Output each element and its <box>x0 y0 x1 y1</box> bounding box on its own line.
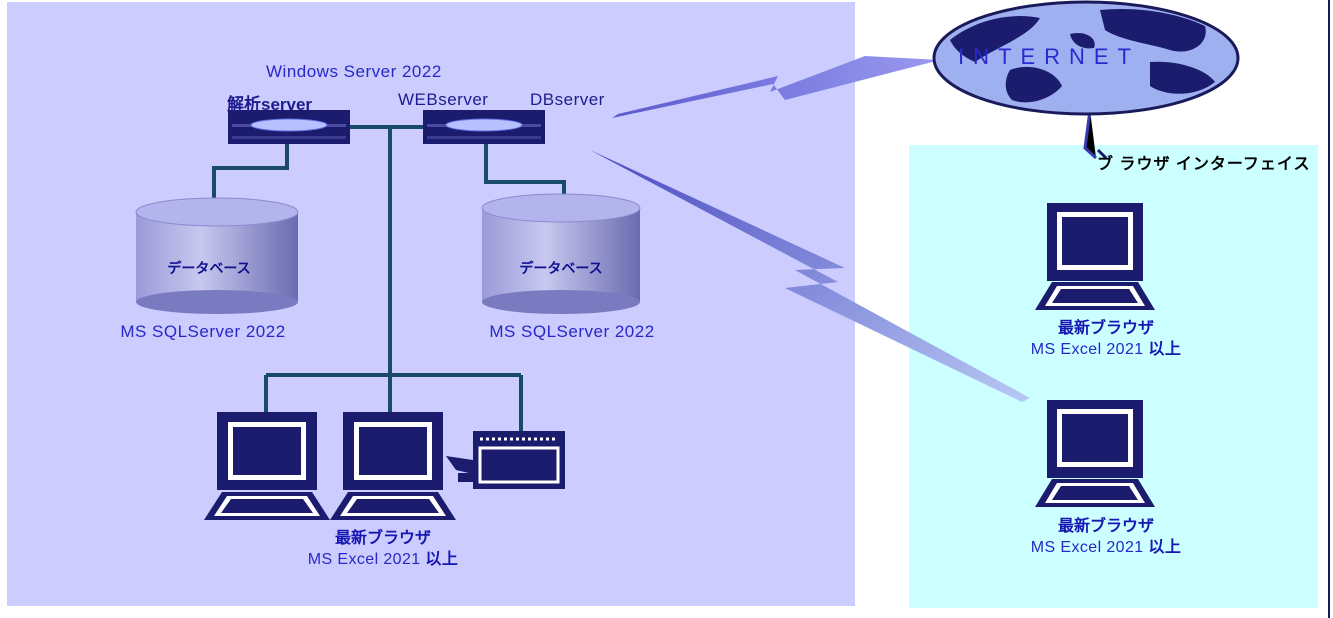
remote-client-caption-1: 最新ブラウザ MS Excel 2021 以上 <box>1031 318 1181 360</box>
remote-laptop-2 <box>1035 400 1155 507</box>
internet-link-bolt <box>612 56 940 118</box>
internet-label: INTERNET <box>958 44 1140 69</box>
remote-client-browser-2: 最新ブラウザ <box>1057 518 1155 535</box>
database-product-left: MS SQLServer 2022 <box>120 322 286 341</box>
remote-link-tick <box>1096 148 1108 160</box>
remote-client-excel-1: MS Excel 2021 以上 <box>1030 341 1182 358</box>
lan-laptop-1 <box>204 412 330 520</box>
remote-client-excel-2: MS Excel 2021 以上 <box>1030 539 1182 556</box>
lan-printer <box>446 431 565 489</box>
database-product-right: MS SQLServer 2022 <box>489 322 655 341</box>
internet-globe <box>932 0 1240 116</box>
browser-interface-label: ブ ラウザ インターフェイス <box>1097 156 1311 173</box>
remote-link-bolt <box>590 150 1030 402</box>
remote-laptop-1 <box>1035 203 1155 310</box>
lan-client-browser: 最新ブラウザ <box>334 530 432 547</box>
lan-client-caption: 最新ブラウザ MS Excel 2021 以上 <box>308 528 458 570</box>
database-cylinder-left <box>135 197 299 314</box>
db-server-label: DBserver <box>530 90 605 109</box>
database-label-right: データベース <box>519 260 603 276</box>
analysis-server <box>228 110 350 144</box>
web-server-label: WEBserver <box>398 90 489 109</box>
server-os-label: Windows Server 2022 <box>266 62 442 81</box>
remote-link-line <box>1083 109 1098 160</box>
remote-client-browser-1: 最新ブラウザ <box>1057 320 1155 337</box>
database-cylinder-right <box>481 193 641 314</box>
database-label-left: データベース <box>167 260 251 276</box>
network-cabling <box>212 125 566 432</box>
remote-client-caption-2: 最新ブラウザ MS Excel 2021 以上 <box>1031 516 1181 558</box>
analysis-server-label: 解析server <box>227 95 313 114</box>
lan-client-excel: MS Excel 2021 以上 <box>307 551 459 568</box>
web-db-server <box>423 110 545 144</box>
lan-laptop-2 <box>330 412 456 520</box>
right-border <box>1328 0 1330 618</box>
